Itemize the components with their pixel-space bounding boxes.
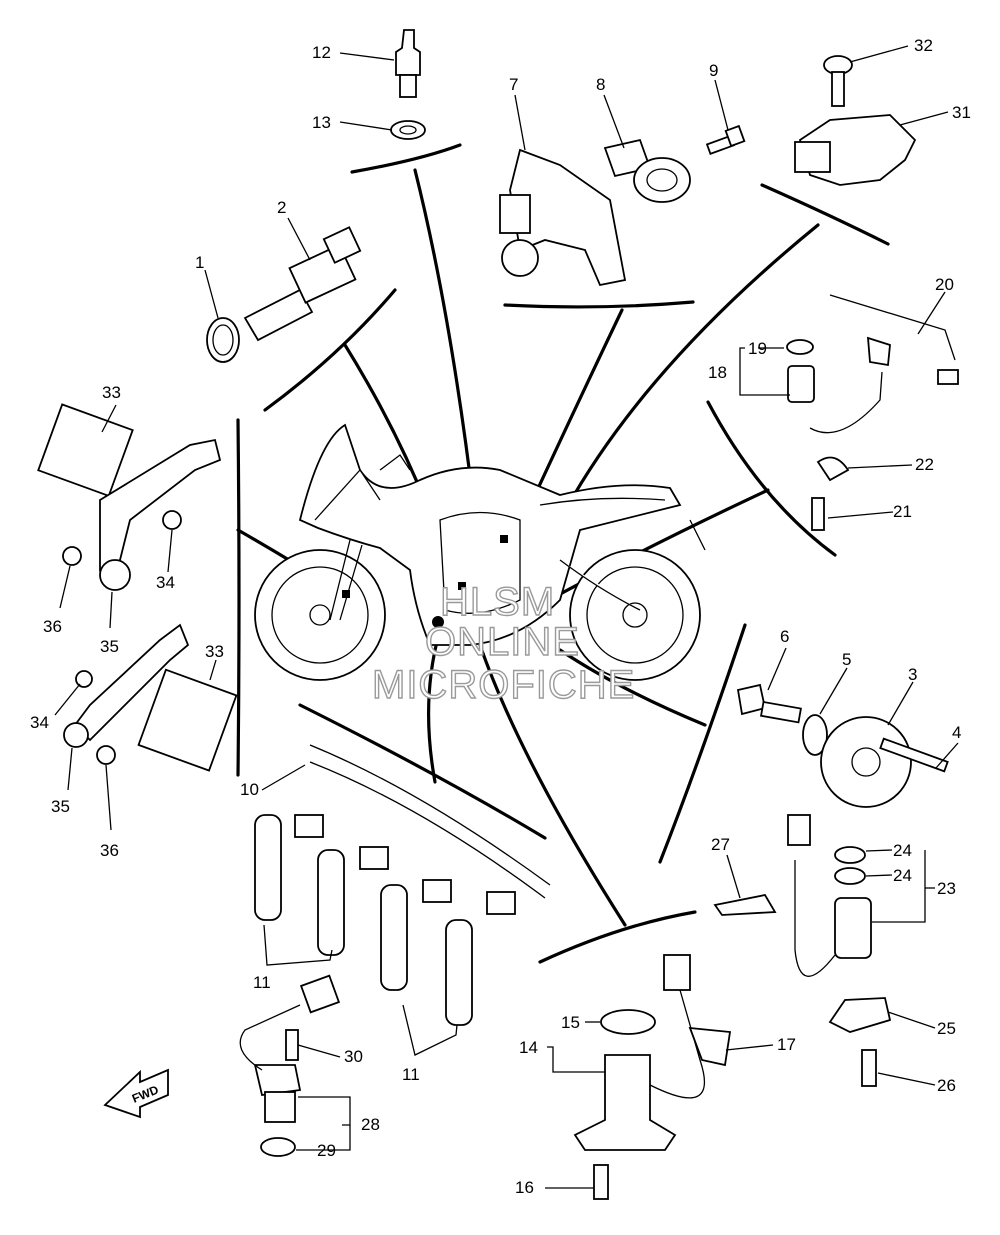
callout-6: 6 [780, 627, 789, 646]
callout-leaders [54, 45, 959, 1189]
callout-11a: 11 [253, 973, 271, 992]
callout-33a: 33 [102, 383, 121, 402]
callout-25: 25 [937, 1019, 956, 1038]
fwd-arrow-icon: FWD [103, 1068, 169, 1119]
callout-labels: 12 13 1 2 7 8 9 32 31 20 19 18 22 21 33 … [30, 36, 971, 1197]
callout-26: 26 [937, 1076, 956, 1095]
callout-12: 12 [312, 43, 331, 62]
callout-36a: 36 [43, 617, 62, 636]
callout-34b: 34 [30, 713, 49, 732]
callout-2: 2 [277, 198, 286, 217]
callout-29: 29 [317, 1141, 336, 1160]
callout-22: 22 [915, 455, 934, 474]
callout-31: 31 [952, 103, 971, 122]
callout-1: 1 [195, 253, 204, 272]
watermark: HLSM ONLINE MICROFICHE [371, 579, 635, 707]
callout-18: 18 [708, 363, 727, 382]
motorcycle-illustration [254, 423, 706, 681]
callout-8: 8 [596, 75, 605, 94]
callout-28: 28 [361, 1115, 380, 1134]
callout-27: 27 [711, 835, 730, 854]
callout-19: 19 [748, 339, 767, 358]
part-shapes [37, 29, 959, 1200]
callout-35a: 35 [100, 637, 119, 656]
callout-35b: 35 [51, 797, 70, 816]
callout-32: 32 [914, 36, 933, 55]
callout-30: 30 [344, 1047, 363, 1066]
callout-21: 21 [893, 502, 912, 521]
callout-15: 15 [561, 1013, 580, 1032]
callout-5: 5 [842, 650, 851, 669]
callout-11b: 11 [402, 1065, 420, 1084]
callout-3: 3 [908, 665, 917, 684]
callout-24a: 24 [893, 841, 912, 860]
watermark-line-1: HLSM [440, 580, 555, 624]
callout-17: 17 [777, 1035, 796, 1054]
callout-10: 10 [240, 780, 259, 799]
callout-7: 7 [509, 75, 518, 94]
callout-33b: 33 [205, 642, 224, 661]
callout-16: 16 [515, 1178, 534, 1197]
callout-9: 9 [709, 61, 718, 80]
callout-36b: 36 [100, 841, 119, 860]
callout-13: 13 [312, 113, 331, 132]
callout-34a: 34 [156, 573, 175, 592]
watermark-line-3: MICROFICHE [372, 663, 635, 707]
callout-24b: 24 [893, 866, 912, 885]
callout-20: 20 [935, 275, 954, 294]
callout-4: 4 [952, 723, 961, 742]
callout-14: 14 [519, 1038, 538, 1057]
callout-23: 23 [937, 879, 956, 898]
watermark-line-2: ONLINE [425, 620, 580, 664]
